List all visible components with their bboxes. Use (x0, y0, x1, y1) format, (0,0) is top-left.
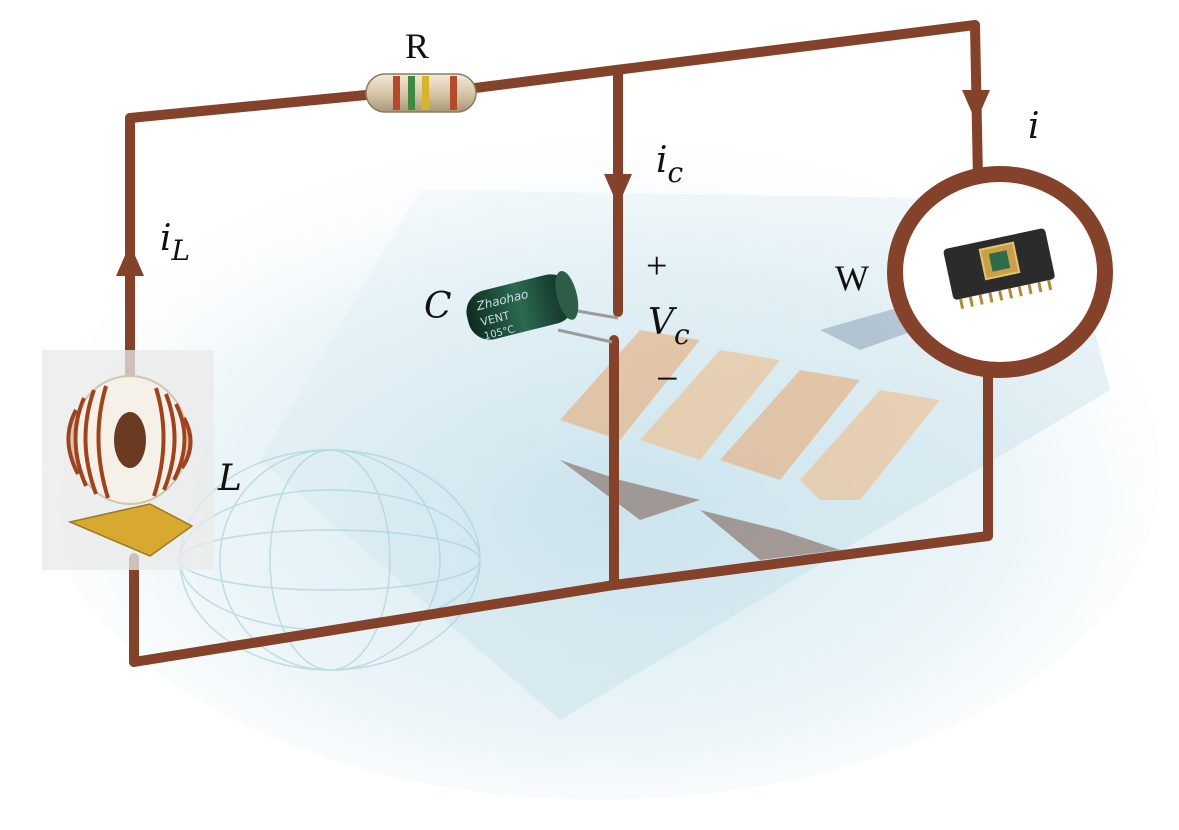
resistor-band-3 (422, 76, 429, 110)
inductor-base (67, 503, 194, 557)
capacitor-lead (557, 328, 613, 344)
chip-pins (959, 279, 1053, 309)
capacitor-body (466, 274, 575, 340)
inductor-hole (114, 412, 146, 468)
resistor-band-2 (408, 76, 415, 110)
resistor-body (365, 73, 477, 113)
arrow-down-icon (604, 174, 632, 206)
resistor-band-1 (393, 76, 400, 110)
label-v-c-base: V (648, 302, 678, 343)
label-minus: − (656, 356, 679, 401)
label-capacitor: C (424, 286, 452, 327)
resistor (365, 73, 477, 113)
label-i-l: iL (160, 218, 190, 267)
arrow-up-icon (116, 244, 144, 276)
label-i-c: ic (656, 140, 684, 189)
label-i-main: i (1028, 106, 1040, 147)
label-i-c-sub: c (668, 156, 684, 189)
arrow-down-icon (962, 90, 990, 122)
resistor-band-4 (450, 76, 457, 110)
inductor (42, 350, 214, 570)
label-v-c: Vc (648, 302, 690, 351)
label-plus: + (646, 245, 667, 287)
capacitor-end (555, 270, 579, 320)
label-i-l-base: i (160, 218, 172, 259)
current-arrows (116, 90, 990, 276)
inductor-windings (66, 385, 193, 499)
label-resistor: R (405, 26, 429, 66)
label-inductor: L (217, 458, 242, 499)
chip-device (887, 166, 1113, 378)
label-i-c-base: i (656, 140, 668, 181)
chip-die (988, 250, 1011, 272)
label-i-l-sub: L (171, 234, 191, 267)
label-v-c-sub: c (674, 318, 690, 351)
background-heatsink-fins (560, 290, 1000, 560)
capacitor: Zhaohao VENT 105°C (466, 270, 619, 344)
labels: R L C W i iL ic + Vc − (160, 26, 1040, 499)
wire-top-left (125, 90, 371, 123)
label-device: W (835, 258, 869, 298)
